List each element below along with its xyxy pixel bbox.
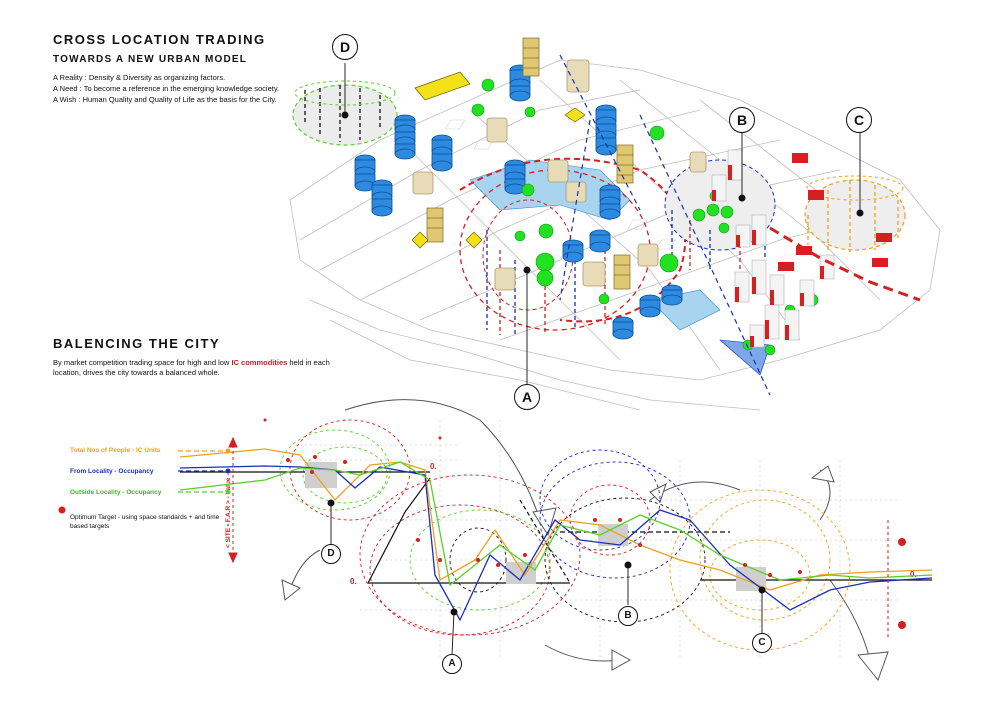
- page-title: CROSS LOCATION TRADING: [53, 32, 266, 47]
- chart-a-marker[interactable]: A: [442, 654, 462, 674]
- value-axis: [228, 436, 889, 640]
- zone-leaders: [344, 63, 861, 385]
- legend-outside-locality: Outside Locality - Occupancy: [70, 489, 162, 496]
- arrow-heads: [281, 465, 889, 682]
- zero-label-d: 0.: [430, 462, 437, 471]
- intro-line-need: A Need : To become a reference in the em…: [53, 84, 280, 93]
- from-locality-line: [179, 465, 933, 622]
- legend-from-locality: From Locality - Occupancy: [70, 468, 154, 475]
- target-dots: [263, 418, 906, 629]
- zone-a-inner: [482, 199, 574, 311]
- chart-d-marker[interactable]: D: [321, 544, 341, 564]
- zone-a-marker[interactable]: A: [514, 384, 540, 410]
- yellow-roofs: [411, 71, 586, 249]
- blue-diagonals: [559, 54, 771, 396]
- chart-c-marker[interactable]: C: [752, 633, 772, 653]
- zone-c-marker[interactable]: C: [846, 107, 872, 133]
- section-title: BALENCING THE CITY: [53, 336, 221, 351]
- zone-b-marker[interactable]: B: [729, 107, 755, 133]
- chart-b-marker[interactable]: B: [618, 606, 638, 626]
- chart-grid: [290, 420, 900, 660]
- zone-d-marker[interactable]: D: [332, 34, 358, 60]
- zone-columns: [304, 85, 899, 335]
- intro-line-wish: A Wish : Human Quality and Quality of Li…: [53, 95, 277, 104]
- legend-dots: [58, 448, 231, 514]
- beige-blocks: [412, 59, 707, 291]
- legend-optimum-target: Optimum Target - using space standards +…: [70, 514, 220, 530]
- zone-c-ellipse: [804, 179, 906, 251]
- legend-total-people: Total Nos of People - IC Units: [70, 447, 161, 454]
- baselines: [180, 471, 932, 584]
- red-axis-road: [769, 226, 921, 302]
- chart-center-dots: [327, 499, 766, 616]
- chart-ellipses: [279, 419, 851, 651]
- zone-dots: [341, 111, 864, 274]
- water-area-2: [649, 289, 721, 331]
- red-facades: [712, 153, 892, 347]
- chart-leaders: [330, 503, 763, 656]
- page-subtitle: TOWARDS A NEW URBAN MODEL: [53, 54, 248, 65]
- zero-label-c: 0.: [910, 570, 917, 579]
- ic-commodities-highlight: IC commodities: [231, 358, 288, 367]
- zero-label-a: 0.: [350, 577, 357, 586]
- intro-line-reality: A Reality : Density & Diversity as organ…: [53, 73, 226, 82]
- lattice-towers: [426, 37, 634, 290]
- section-description: By market competition trading space for …: [53, 358, 330, 377]
- outside-locality-line: [179, 461, 933, 587]
